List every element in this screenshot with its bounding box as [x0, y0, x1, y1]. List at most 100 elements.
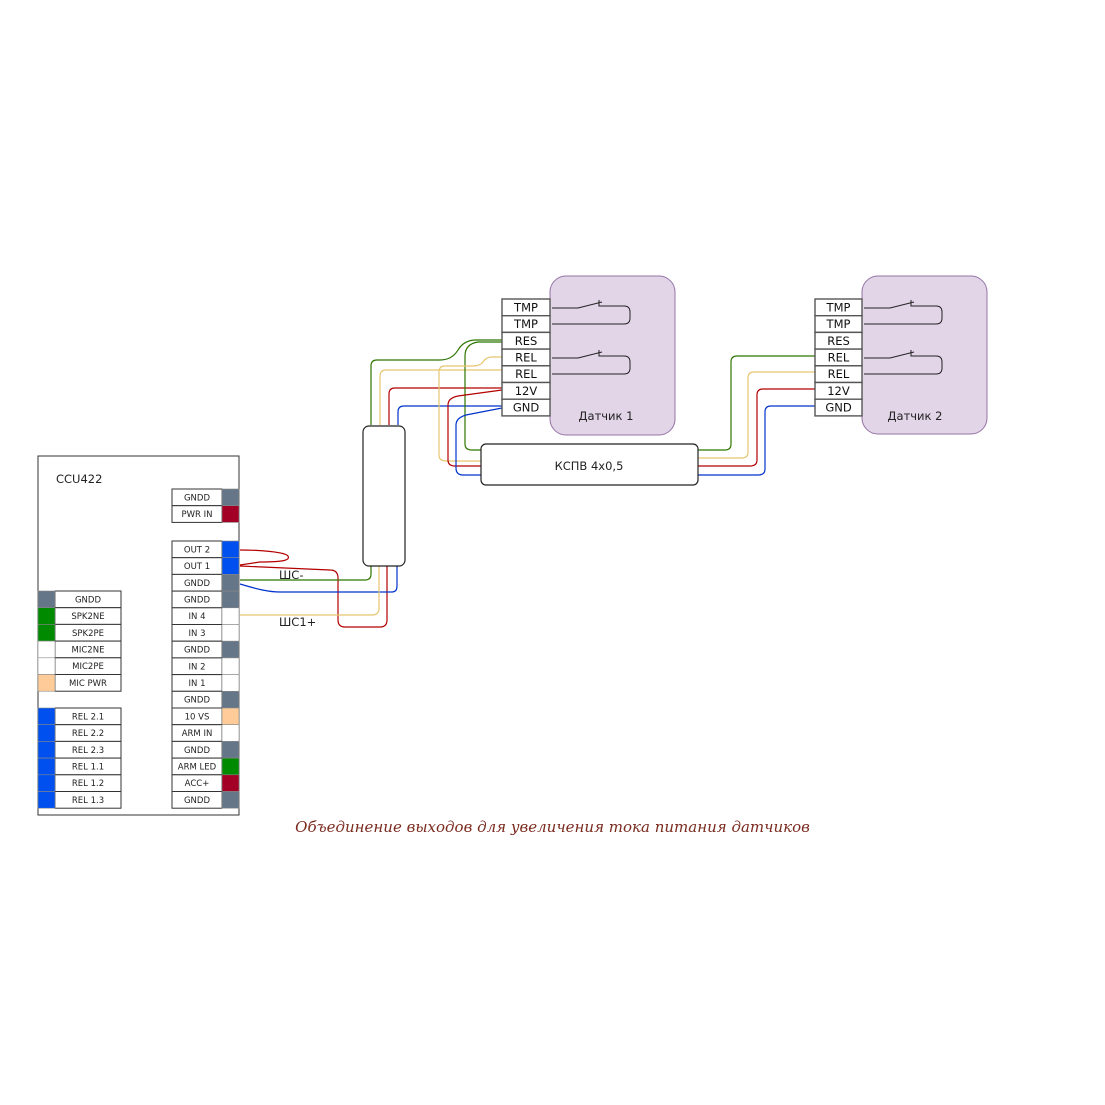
pin-label: REL 1.3 — [72, 796, 104, 806]
pin-spk2pe: SPK2PE — [37, 623, 122, 642]
pin-gndd: GNDD — [171, 640, 240, 659]
pin-label: ARM IN — [182, 729, 213, 739]
pin-label: IN 2 — [189, 662, 206, 672]
pin-color-square — [221, 774, 240, 792]
pin-color-square — [37, 791, 56, 809]
pin-spk2ne: SPK2NE — [37, 607, 122, 625]
pin-color-square — [221, 791, 240, 809]
terminal-label: 12V — [827, 384, 850, 398]
pin-10-vs: 10 VS — [171, 707, 240, 726]
terminal-label: RES — [515, 334, 538, 348]
pin-arm-led: ARM LED — [171, 757, 240, 776]
wire-tube-12v-red — [388, 387, 502, 425]
pin-label: REL 1.2 — [72, 779, 104, 789]
cable-label: КСПВ 4x0,5 — [555, 459, 624, 473]
sensor1-name: Датчик 1 — [579, 409, 634, 423]
pin-label: MIC PWR — [69, 679, 107, 689]
pin-color-square — [221, 640, 240, 659]
pin-label: GNDD — [184, 796, 210, 806]
pin-color-square — [221, 690, 240, 709]
pin-rel-1-1: REL 1.1 — [37, 757, 122, 776]
pin-label: OUT 1 — [184, 562, 210, 572]
pin-in-4: IN 4 — [171, 607, 240, 625]
terminal-label: REL — [828, 367, 850, 381]
wire-s2-rel-yellow — [698, 371, 815, 459]
pin-label: REL 2.2 — [72, 729, 104, 739]
sensor2-terminal-12v: 12V — [814, 381, 863, 400]
pin-rel-1-2: REL 1.2 — [37, 774, 122, 792]
pin-label: 10 VS — [185, 712, 210, 722]
pin-color-square — [37, 590, 56, 609]
pin-label: GNDD — [184, 696, 210, 706]
sensor2-name: Датчик 2 — [888, 409, 943, 423]
terminal-label: TMP — [513, 317, 538, 331]
pin-in-2: IN 2 — [171, 657, 240, 676]
wire-out-bridge — [239, 549, 289, 566]
pin-mic2ne: MIC2NE — [37, 640, 122, 659]
wire-s1-res-green — [464, 341, 502, 451]
pin-color-square — [221, 741, 240, 759]
pin-rel-2-3: REL 2.3 — [37, 740, 122, 759]
wire-gnd-blue — [239, 566, 398, 593]
pin-color-square — [221, 674, 240, 692]
wire-s2-rel-green — [698, 355, 815, 451]
sensor2-terminal-tmp: TMP — [814, 298, 863, 317]
pin-label: IN 1 — [189, 679, 206, 689]
terminal-box — [814, 398, 863, 417]
sensor1-terminal-res: RES — [501, 331, 551, 350]
sensor1-terminal-12v: 12V — [501, 381, 551, 400]
pin-label: IN 3 — [189, 629, 206, 639]
pin-label: OUT 2 — [184, 545, 210, 555]
wire-label-shs1-plus: ШС1+ — [279, 615, 316, 629]
pin-gndd: GNDD — [171, 690, 240, 709]
wire-s2-12v-red — [698, 388, 815, 467]
pin-rel-2-2: REL 2.2 — [37, 724, 122, 742]
wire-s1-gnd-blue — [455, 407, 503, 476]
wire-s1-rel-yellow — [438, 356, 502, 462]
sensor2-terminal-res: RES — [814, 331, 863, 350]
pin-color-square — [221, 657, 240, 675]
pin-label: GNDD — [184, 493, 210, 503]
pin-color-square — [221, 757, 240, 776]
pin-color-square — [221, 540, 240, 559]
pin-gndd: GNDD — [171, 573, 240, 592]
pin-color-square — [37, 707, 56, 726]
pin-color-square — [221, 607, 240, 625]
terminal-label: REL — [515, 350, 537, 364]
wire-tube-gnd-blue — [397, 405, 502, 425]
terminal-label: TMP — [513, 300, 538, 314]
pin-label: PWR IN — [181, 510, 212, 520]
pin-color-square — [37, 741, 56, 759]
pin-gndd: GNDD — [171, 740, 240, 759]
pin-gndd: GNDD — [171, 488, 240, 507]
pin-color-square — [37, 624, 56, 642]
wire-tube-res-green — [370, 339, 502, 425]
sensor1-terminal-tmp: TMP — [501, 315, 551, 334]
terminal-label: GND — [825, 401, 852, 415]
terminal-label: REL — [828, 350, 850, 364]
pin-label: ARM LED — [178, 762, 217, 772]
sensor1-terminal-rel: REL — [501, 365, 551, 384]
pin-color-square — [221, 724, 240, 742]
pin-pwr-in: PWR IN — [171, 505, 240, 523]
sensor1-terminal-rel: REL — [501, 348, 551, 367]
pin-color-square — [221, 557, 240, 575]
pin-color-square — [221, 488, 240, 507]
wire-label-shs-minus: ШС- — [279, 568, 303, 582]
pin-color-square — [37, 724, 56, 742]
pin-label: GNDD — [75, 595, 101, 605]
pin-label: SPK2PE — [72, 629, 104, 639]
pin-color-square — [37, 607, 56, 625]
wire-s1-12v-red — [447, 389, 503, 467]
sensor2-terminal-rel: REL — [814, 348, 863, 367]
pin-out-2: OUT 2 — [171, 540, 240, 559]
pin-label: REL 2.3 — [72, 746, 104, 756]
pin-color-square — [37, 674, 56, 692]
wire-shs-minus-green — [240, 566, 372, 581]
diagram-caption: Объединение выходов для увеличения тока … — [295, 818, 810, 836]
pin-color-square — [221, 574, 240, 592]
pin-label: GNDD — [184, 579, 210, 589]
pin-mic-pwr: MIC PWR — [37, 674, 122, 692]
pin-label: REL 1.1 — [72, 762, 104, 772]
sensor1-tamper-switch — [552, 300, 631, 325]
